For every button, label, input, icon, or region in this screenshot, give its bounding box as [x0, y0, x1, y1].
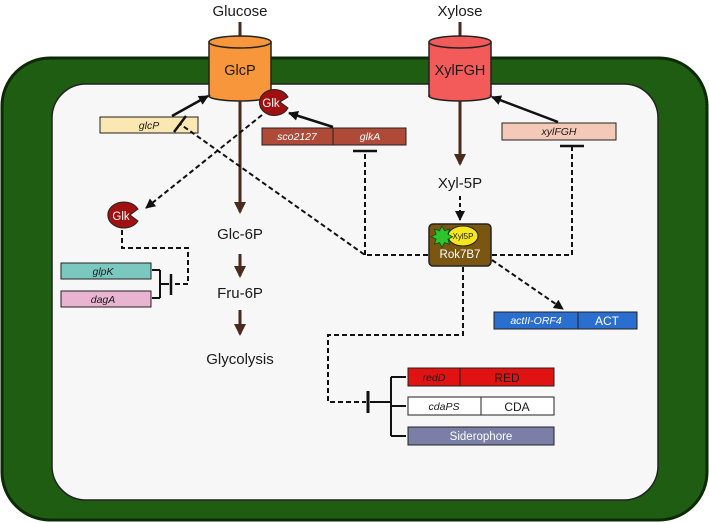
glcp-label: GlcP [224, 63, 255, 79]
siderophore-box [407, 426, 555, 446]
dagA-gene-label: dagA [91, 294, 116, 306]
glpK-gene-label: glpK [92, 266, 114, 278]
xylFGH-gene-label: xylFGH [541, 126, 577, 138]
xylFGH-gene-box [501, 122, 617, 141]
glk-left-label: Glk [112, 211, 130, 223]
dagA-gene-box [60, 290, 152, 308]
rok-represses-secondary-metabolism [327, 267, 464, 403]
glpK-gene-box [60, 262, 152, 280]
glycolysis-label: Glycolysis [206, 351, 274, 368]
xylFGH-expression-arrow [491, 95, 559, 124]
rok-activates-act [491, 259, 564, 310]
secondary-metabolism-bracket [370, 376, 406, 437]
glc6p-label: Glc-6P [217, 226, 263, 243]
rok7b7-label: Rok7B7 [440, 249, 481, 261]
glcp-transporter: GlcP [208, 35, 272, 102]
rok-represses-xylFGH [492, 147, 573, 256]
act-cluster-box [493, 311, 638, 330]
xylfgh-transporter: XylFGH [428, 35, 492, 102]
glcP-gene-label: glcP [139, 120, 159, 132]
glpK-dagA-bracket [152, 269, 169, 299]
glkA-gene-label: glkA [360, 131, 380, 143]
xylose-label: Xylose [437, 3, 482, 20]
glcP-gene-box [99, 116, 199, 134]
rok-represses-glcP [179, 123, 428, 256]
glkA-expression-arrow [288, 110, 334, 129]
glk-protein-left: Glk [107, 201, 139, 229]
redD-gene-label: redD [423, 372, 446, 384]
red-cluster-box [407, 367, 555, 387]
siderophore-label: Siderophore [450, 431, 513, 443]
act-product-label: ACT [595, 314, 620, 328]
xylfgh-label: XylFGH [435, 63, 486, 79]
glk-top-label: Glk [262, 98, 280, 110]
ligand-star-icon [430, 225, 454, 249]
sco2127-glkA-operon [261, 127, 407, 146]
glk-protein-top: Glk [258, 89, 289, 116]
glucose-label: Glucose [212, 3, 267, 20]
glcP-expression-arrow [171, 94, 209, 118]
xyl5p-label: Xyl-5P [438, 175, 482, 192]
glk-relocation-arrow [145, 114, 263, 209]
fru6p-label: Fru-6P [217, 285, 263, 302]
glk-represses-glpK-dagA [121, 230, 189, 285]
cdaPS-gene-label: cdaPS [429, 401, 460, 413]
red-product-label: RED [494, 371, 520, 385]
rok7b7-regulator: Rok7B7 Xyl5P [428, 223, 492, 267]
cda-product-label: CDA [504, 400, 529, 414]
xyl5p-badge-label: Xyl5P [453, 232, 474, 241]
cytoplasm [51, 83, 659, 501]
actII-ORF4-gene-label: actII-ORF4 [510, 315, 562, 327]
glcP-repression-bar [173, 115, 187, 133]
sco2127-gene-label: sco2127 [277, 131, 318, 143]
